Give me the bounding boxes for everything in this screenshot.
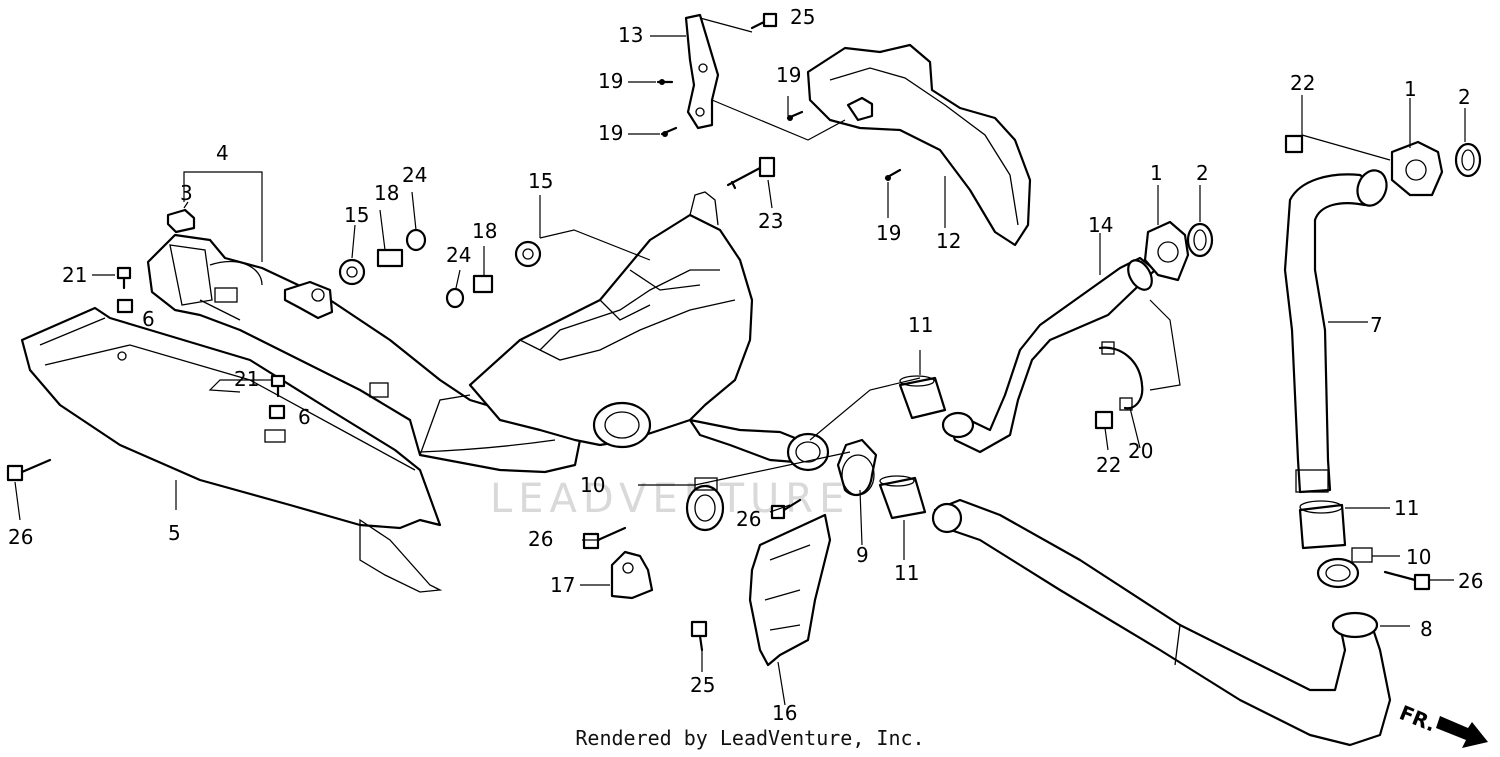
callout-25: 25 xyxy=(790,5,815,29)
screw-21b xyxy=(270,374,286,398)
grommet-6b xyxy=(268,404,286,420)
collar-11c xyxy=(1298,500,1347,550)
callout-9: 9 xyxy=(856,543,869,567)
band-clamp-10a xyxy=(685,477,725,532)
callout-16: 16 xyxy=(772,701,797,725)
screw-19b xyxy=(660,126,678,137)
guard-16 xyxy=(748,513,832,667)
washer-2b xyxy=(1454,142,1482,178)
bolt-26-left xyxy=(6,458,52,482)
callout-6: 6 xyxy=(298,405,311,429)
callout-6: 6 xyxy=(142,307,155,331)
callout-7: 7 xyxy=(1370,313,1383,337)
callout-10: 10 xyxy=(1406,545,1431,569)
callout-26: 26 xyxy=(528,527,553,551)
bolt-26-mid xyxy=(582,526,627,550)
heat-shield-5 xyxy=(20,306,443,593)
cap-3 xyxy=(166,208,196,234)
callout-19: 19 xyxy=(598,121,623,145)
callout-19: 19 xyxy=(598,69,623,93)
front-arrow-icon xyxy=(1436,716,1488,748)
bolt-26-center xyxy=(770,498,802,520)
callout-11: 11 xyxy=(908,313,933,337)
rendered-by-credit: Rendered by LeadVenture, Inc. xyxy=(575,726,925,750)
screw-21a xyxy=(116,266,132,290)
callout-26: 26 xyxy=(736,507,761,531)
muffler-cover-12 xyxy=(806,43,1032,247)
band-clamp-10b xyxy=(1316,547,1373,589)
grommet-15a xyxy=(338,258,366,286)
collar-11b xyxy=(878,475,927,520)
muffler-body xyxy=(468,191,830,472)
callout-5: 5 xyxy=(168,521,181,545)
callout-26: 26 xyxy=(8,525,33,549)
clamp-20 xyxy=(1098,341,1144,411)
callout-12: 12 xyxy=(936,229,961,253)
screw-19a xyxy=(656,79,674,85)
callout-14: 14 xyxy=(1088,213,1113,237)
callout-labels: 1 1 2 2 3 4 5 6 6 7 8 9 10 10 11 11 11 1… xyxy=(8,5,1483,725)
callout-21: 21 xyxy=(62,263,87,287)
bolt-25-bottom xyxy=(690,620,708,652)
callout-20: 20 xyxy=(1128,439,1153,463)
callout-18: 18 xyxy=(374,181,399,205)
callout-3: 3 xyxy=(180,181,193,205)
nut-24b xyxy=(445,287,465,309)
callout-15: 15 xyxy=(344,203,369,227)
callout-11: 11 xyxy=(894,561,919,585)
callout-13: 13 xyxy=(618,23,643,47)
callout-24: 24 xyxy=(402,163,427,187)
nut-22a xyxy=(1284,134,1304,154)
bolt-25-top xyxy=(750,12,778,30)
washer-2a xyxy=(1186,222,1214,258)
bolt-23 xyxy=(726,156,776,190)
callout-24: 24 xyxy=(446,243,471,267)
screw-19d xyxy=(884,168,902,181)
callout-22: 22 xyxy=(1290,71,1315,95)
callout-8: 8 xyxy=(1420,617,1433,641)
callout-4: 4 xyxy=(216,141,229,165)
rubber-mount-17 xyxy=(610,550,654,600)
callout-11: 11 xyxy=(1394,496,1419,520)
flange-1b xyxy=(1390,140,1444,197)
flange-1a xyxy=(1143,220,1190,282)
callout-17: 17 xyxy=(550,573,575,597)
collar-18a xyxy=(376,248,404,268)
grommet-15b xyxy=(514,240,542,268)
bracket-13 xyxy=(684,13,720,130)
exhaust-pipe-8 xyxy=(931,498,1392,747)
grommet-6a xyxy=(116,298,134,314)
callout-21: 21 xyxy=(234,367,259,391)
callout-1: 1 xyxy=(1404,77,1417,101)
callout-22: 22 xyxy=(1096,453,1121,477)
callout-25: 25 xyxy=(690,673,715,697)
band-clamp-9 xyxy=(836,438,878,497)
callout-1: 1 xyxy=(1150,161,1163,185)
exhaust-pipe-7 xyxy=(1283,169,1388,494)
watermark: LEADVENTURE xyxy=(490,476,850,522)
nut-24a xyxy=(405,228,427,252)
screw-19c xyxy=(786,110,804,121)
collar-18b xyxy=(472,274,494,294)
callout-15: 15 xyxy=(528,169,553,193)
bolt-26-right xyxy=(1383,570,1431,591)
callout-2: 2 xyxy=(1196,161,1209,185)
nut-22b xyxy=(1094,410,1114,430)
callout-19: 19 xyxy=(776,63,801,87)
callout-26: 26 xyxy=(1458,569,1483,593)
silencer-4 xyxy=(146,233,582,474)
callout-10: 10 xyxy=(580,473,605,497)
callout-18: 18 xyxy=(472,219,497,243)
callout-2: 2 xyxy=(1458,85,1471,109)
collar-11a xyxy=(898,375,947,420)
leader-lines xyxy=(14,17,1466,706)
callout-23: 23 xyxy=(758,209,783,233)
exhaust-pipe-14 xyxy=(941,256,1157,454)
callout-19: 19 xyxy=(876,221,901,245)
